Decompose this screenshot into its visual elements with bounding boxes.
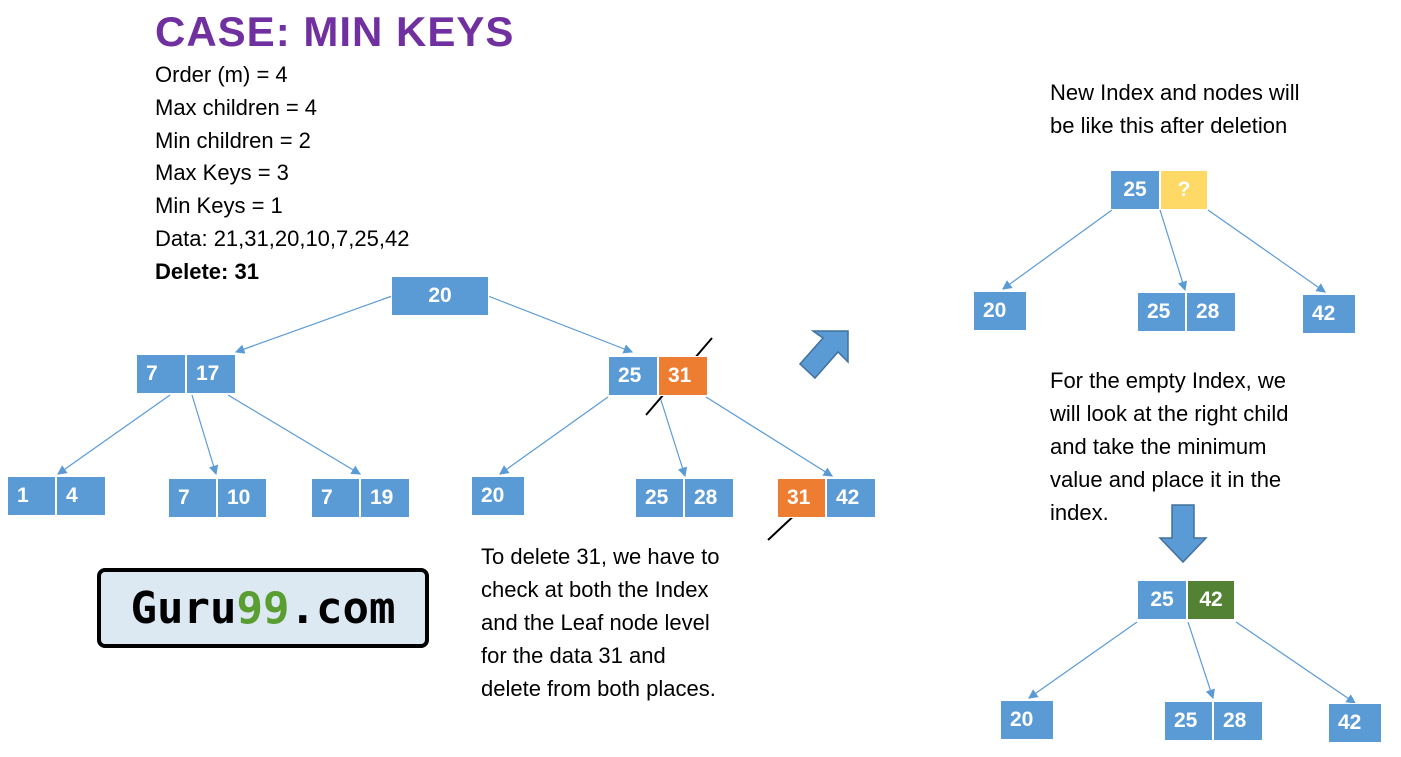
leaf-node: 25 28 — [635, 478, 734, 518]
key-cell: 20 — [471, 476, 525, 516]
delete-explanation: To delete 31, we have to check at both t… — [481, 540, 720, 705]
leaf-node: 20 — [973, 291, 1027, 331]
final-index-node: 25 42 — [1137, 580, 1235, 620]
logo-accent: 99 — [236, 582, 290, 634]
key-cell: 7 — [311, 478, 360, 518]
empty-key-cell: ? — [1160, 170, 1208, 210]
key-cell: 20 — [391, 276, 489, 316]
info-min-children: Min children = 2 — [155, 128, 311, 153]
leaf-node: 20 — [1000, 700, 1054, 740]
diagonal-arrow-icon — [798, 330, 849, 380]
logo-prefix: Guru — [130, 582, 237, 634]
key-cell: 19 — [360, 478, 410, 518]
key-cell: 20 — [1000, 700, 1054, 740]
key-cell: 28 — [1213, 701, 1263, 741]
note-line: for the data 31 and — [481, 643, 666, 668]
right-index-node: 25 31 — [608, 356, 708, 396]
note-line: To delete 31, we have to — [481, 544, 720, 569]
key-cell: 42 — [1328, 703, 1382, 743]
deleted-key-cell: 31 — [658, 356, 708, 396]
info-min-keys: Min Keys = 1 — [155, 193, 283, 218]
leaf-node: 20 — [471, 476, 525, 516]
key-cell: 42 — [826, 478, 876, 518]
note-line: and the Leaf node level — [481, 610, 710, 635]
info-order: Order (m) = 4 — [155, 62, 288, 87]
key-cell: 20 — [973, 291, 1027, 331]
delete-label: Delete: 31 — [155, 259, 259, 284]
note-line: delete from both places. — [481, 676, 716, 701]
page-title: CASE: MIN KEYS — [155, 8, 515, 55]
deleted-key-cell: 31 — [777, 478, 826, 518]
left-index-node: 7 17 — [136, 354, 236, 394]
note-line: will look at the right child — [1050, 401, 1289, 426]
info-data: Data: 21,31,20,10,7,25,42 — [155, 226, 410, 251]
after-deletion-note: New Index and nodes will be like this af… — [1050, 76, 1299, 142]
note-line: New Index and nodes will — [1050, 80, 1300, 105]
leaf-node: 25 28 — [1137, 292, 1236, 332]
root-node: 20 — [391, 276, 489, 316]
note-line: value and place it in the — [1050, 467, 1282, 492]
key-cell: 25 — [635, 478, 684, 518]
leaf-node: 31 42 — [777, 478, 876, 518]
empty-index-note: For the empty Index, we will look at the… — [1050, 364, 1288, 529]
key-cell: 17 — [186, 354, 236, 394]
note-line: check at both the Index — [481, 577, 709, 602]
logo-suffix: .com — [289, 582, 396, 634]
leaf-node: 7 10 — [168, 478, 267, 518]
key-cell: 25 — [1164, 701, 1213, 741]
key-cell: 10 — [217, 478, 267, 518]
key-cell: 7 — [136, 354, 186, 394]
after-index-node: 25 ? — [1110, 170, 1208, 210]
key-cell: 1 — [7, 476, 56, 516]
leaf-node: 42 — [1302, 294, 1356, 334]
key-cell: 25 — [608, 356, 658, 396]
key-cell: 4 — [56, 476, 106, 516]
key-cell: 28 — [684, 478, 734, 518]
note-line: and take the minimum — [1050, 434, 1267, 459]
key-cell: 25 — [1137, 292, 1186, 332]
key-cell: 42 — [1302, 294, 1356, 334]
note-line: be like this after deletion — [1050, 113, 1288, 138]
down-arrow-icon — [1158, 504, 1208, 564]
leaf-node: 25 28 — [1164, 701, 1263, 741]
leaf-node: 1 4 — [7, 476, 106, 516]
leaf-node: 7 19 — [311, 478, 410, 518]
key-cell: 28 — [1186, 292, 1236, 332]
key-cell: 25 — [1110, 170, 1160, 210]
note-line: index. — [1050, 500, 1109, 525]
leaf-node: 42 — [1328, 703, 1382, 743]
key-cell: 25 — [1137, 580, 1187, 620]
info-max-keys: Max Keys = 3 — [155, 160, 289, 185]
new-key-cell: 42 — [1187, 580, 1235, 620]
key-cell: 7 — [168, 478, 217, 518]
info-max-children: Max children = 4 — [155, 95, 318, 120]
note-line: For the empty Index, we — [1050, 368, 1286, 393]
